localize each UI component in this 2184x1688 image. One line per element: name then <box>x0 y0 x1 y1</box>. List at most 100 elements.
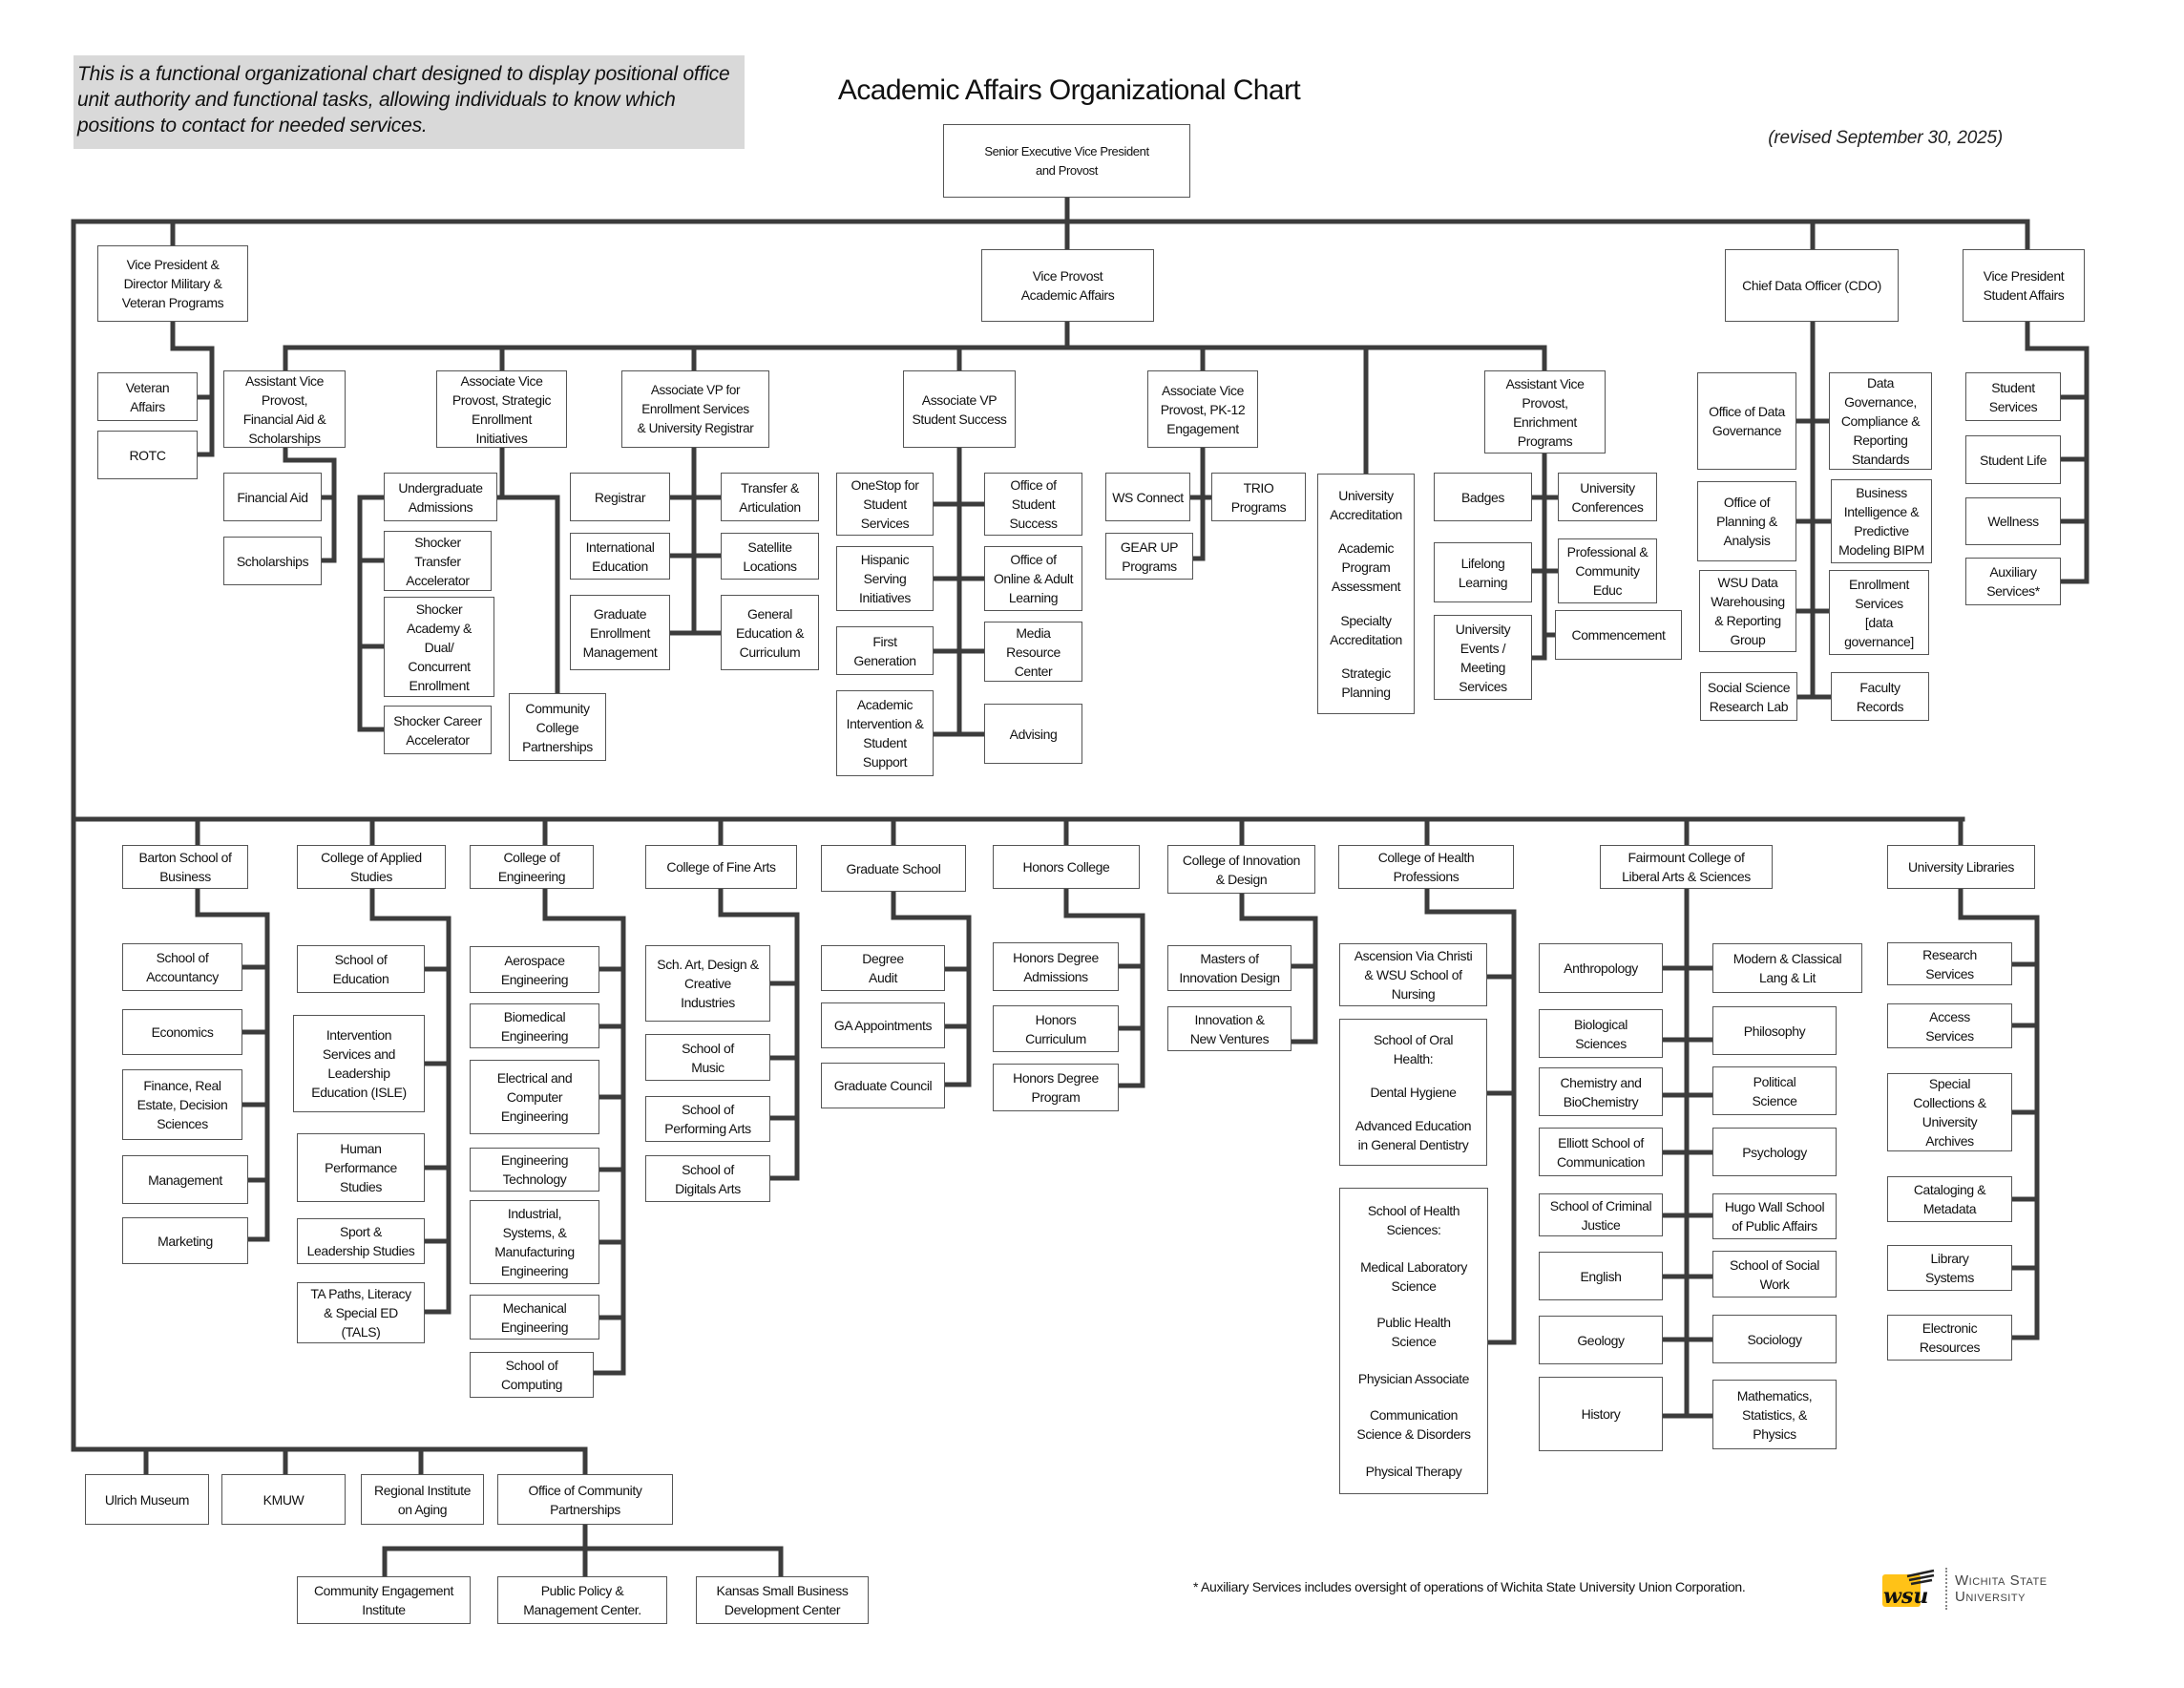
box-avp-financial-aid: Assistant Vice Provost, Financial Aid & … <box>223 370 346 448</box>
logo-text-line1: Wichita State <box>1955 1572 2048 1589</box>
box-biological-sciences: Biological Sciences <box>1539 1009 1663 1058</box>
box-business-intelligence-bipm: Business Intelligence & Predictive Model… <box>1831 479 1932 563</box>
box-ulrich-museum: Ulrich Museum <box>85 1474 209 1525</box>
box-university-conferences: University Conferences <box>1558 473 1657 521</box>
box-honors-degree-program: Honors Degree Program <box>993 1064 1119 1111</box>
box-veteran-affairs: Veteran Affairs <box>97 372 198 421</box>
health-sciences-item: School of Health Sciences: <box>1367 1203 1460 1238</box>
box-special-collections: Special Collections & University Archive… <box>1887 1073 2012 1151</box>
box-school-health-sciences: School of Health Sciences: Medical Labor… <box>1339 1188 1488 1494</box>
box-human-performance-studies: Human Performance Studies <box>297 1133 425 1202</box>
oral-health-item: School of Oral Health: <box>1373 1032 1454 1067</box>
box-sport-leadership-studies: Sport & Leadership Studies <box>297 1218 425 1264</box>
box-cataloging-metadata: Cataloging & Metadata <box>1887 1176 2012 1222</box>
box-public-policy-management-center: Public Policy & Management Center. <box>497 1576 667 1624</box>
box-degree-audit: Degree Audit <box>821 945 945 991</box>
box-college-barton-business: Barton School of Business <box>122 845 248 889</box>
box-research-services: Research Services <box>1887 942 2012 985</box>
box-community-college-partnerships: Community College Partnerships <box>509 693 606 761</box>
box-shocker-career-accelerator: Shocker Career Accelerator <box>384 706 492 754</box>
box-satellite-locations: Satellite Locations <box>721 533 819 580</box>
box-enrollment-services-data-governance: Enrollment Services [data governance] <box>1829 570 1929 655</box>
box-ws-connect: WS Connect <box>1105 473 1190 521</box>
revision-date: (revised September 30, 2025) <box>1768 128 2003 148</box>
logo-text-line2: University <box>1955 1589 2026 1605</box>
box-college-health-professions: College of Health Professions <box>1338 845 1514 889</box>
svg-text:wsu: wsu <box>1883 1584 1928 1609</box>
box-financial-aid: Financial Aid <box>223 473 322 521</box>
wichita-state-logo: wsu Wichita State University <box>1879 1562 2069 1615</box>
box-graduate-enrollment-management: Graduate Enrollment Management <box>570 595 670 670</box>
box-avp-strategic-enrollment: Associate Vice Provost, Strategic Enroll… <box>436 370 567 448</box>
box-general-education-curriculum: General Education & Curriculum <box>721 595 819 670</box>
box-fairmount-college: Fairmount College of Liberal Arts & Scie… <box>1600 845 1773 889</box>
box-transfer-articulation: Transfer & Articulation <box>721 473 819 521</box>
box-modern-classical-lang: Modern & Classical Lang & Lit <box>1712 943 1862 993</box>
box-senior-evp-provost: Senior Executive Vice President and Prov… <box>943 124 1190 198</box>
box-engineering-technology: Engineering Technology <box>470 1148 599 1192</box>
box-honors-curriculum: Honors Curriculum <box>993 1005 1119 1052</box>
box-college-applied-studies: College of Applied Studies <box>297 845 446 889</box>
health-sciences-item: Public Health Science <box>1376 1315 1451 1350</box>
box-elliott-school-communication: Elliott School of Communication <box>1539 1128 1663 1176</box>
box-honors-college: Honors College <box>993 845 1140 889</box>
box-academic-intervention: Academic Intervention & Student Support <box>836 690 934 776</box>
box-marketing: Marketing <box>122 1217 248 1264</box>
box-college-innovation-design: College of Innovation & Design <box>1167 845 1315 894</box>
box-chemistry-biochemistry: Chemistry and BioChemistry <box>1539 1067 1663 1116</box>
box-graduate-school: Graduate School <box>821 845 966 892</box>
health-sciences-item: Medical Laboratory Science <box>1360 1258 1467 1294</box>
box-school-performing-arts: School of Performing Arts <box>645 1096 770 1142</box>
box-school-accountancy: School of Accountancy <box>122 943 242 991</box>
box-library-systems: Library Systems <box>1887 1245 2012 1291</box>
box-commencement: Commencement <box>1555 610 1682 660</box>
box-student-life: Student Life <box>1965 435 2061 484</box>
box-philosophy: Philosophy <box>1712 1006 1837 1055</box>
box-gear-up-programs: GEAR UP Programs <box>1105 533 1193 580</box>
box-avp-enrichment: Assistant Vice Provost, Enrichment Progr… <box>1484 370 1606 454</box>
chart-description-note: This is a functional organizational char… <box>74 55 745 149</box>
box-office-online-adult-learning: Office of Online & Adult Learning <box>984 546 1082 611</box>
box-data-governance-compliance: Data Governance, Compliance & Reporting … <box>1829 372 1932 470</box>
box-graduate-council: Graduate Council <box>821 1063 945 1108</box>
box-school-computing: School of Computing <box>470 1352 594 1398</box>
box-anthropology: Anthropology <box>1539 943 1663 993</box>
box-political-science: Political Science <box>1712 1066 1837 1115</box>
box-trio-programs: TRIO Programs <box>1211 473 1306 521</box>
box-ga-appointments: GA Appointments <box>821 1002 945 1048</box>
box-economics: Economics <box>122 1009 242 1055</box>
box-mechanical-engineering: Mechanical Engineering <box>470 1295 599 1340</box>
box-school-music: School of Music <box>645 1034 770 1081</box>
box-vice-provost-academic-affairs: Vice Provost Academic Affairs <box>981 249 1154 322</box>
box-aerospace-engineering: Aerospace Engineering <box>470 946 599 993</box>
oral-health-item: Advanced Education in General Dentistry <box>1354 1117 1472 1152</box>
box-school-oral-health: School of Oral Health: Dental Hygiene Ad… <box>1339 1019 1487 1166</box>
box-school-of-nursing: Ascension Via Christi & WSU School of Nu… <box>1339 943 1487 1006</box>
auxiliary-services-footnote: * Auxiliary Services includes oversight … <box>1193 1579 1746 1594</box>
box-office-data-governance: Office of Data Governance <box>1697 372 1796 470</box>
box-industrial-systems-manufacturing: Industrial, Systems, & Manufacturing Eng… <box>470 1200 599 1284</box>
box-office-student-success: Office of Student Success <box>984 473 1082 536</box>
box-kmuw: KMUW <box>221 1474 346 1525</box>
box-electronic-resources: Electronic Resources <box>1887 1315 2012 1361</box>
box-university-events: University Events / Meeting Services <box>1434 615 1532 700</box>
box-history: History <box>1539 1377 1663 1451</box>
box-shocker-academy: Shocker Academy & Dual/ Concurrent Enrol… <box>384 597 494 697</box>
box-undergraduate-admissions: Undergraduate Admissions <box>384 473 497 521</box>
page-title: Academic Affairs Organizational Chart <box>837 74 1301 106</box>
box-wellness: Wellness <box>1965 497 2061 545</box>
oral-health-item: Dental Hygiene <box>1370 1084 1457 1100</box>
accreditation-item: University Accreditation <box>1330 487 1402 522</box>
box-math-stats-physics: Mathematics, Statistics, & Physics <box>1712 1380 1837 1449</box>
box-vp-student-affairs: Vice President Student Affairs <box>1963 249 2085 322</box>
box-lifelong-learning: Lifelong Learning <box>1434 542 1532 602</box>
box-management: Management <box>122 1155 248 1204</box>
box-wsu-data-warehousing: WSU Data Warehousing & Reporting Group <box>1699 570 1796 652</box>
box-university-libraries: University Libraries <box>1887 845 2035 889</box>
box-college-engineering: College of Engineering <box>470 845 594 889</box>
box-school-criminal-justice: School of Criminal Justice <box>1539 1193 1663 1236</box>
box-geology: Geology <box>1539 1316 1663 1364</box>
box-electrical-computer-engineering: Electrical and Computer Engineering <box>470 1060 599 1134</box>
box-sociology: Sociology <box>1712 1315 1837 1363</box>
box-shocker-transfer-accelerator: Shocker Transfer Accelerator <box>384 531 492 591</box>
